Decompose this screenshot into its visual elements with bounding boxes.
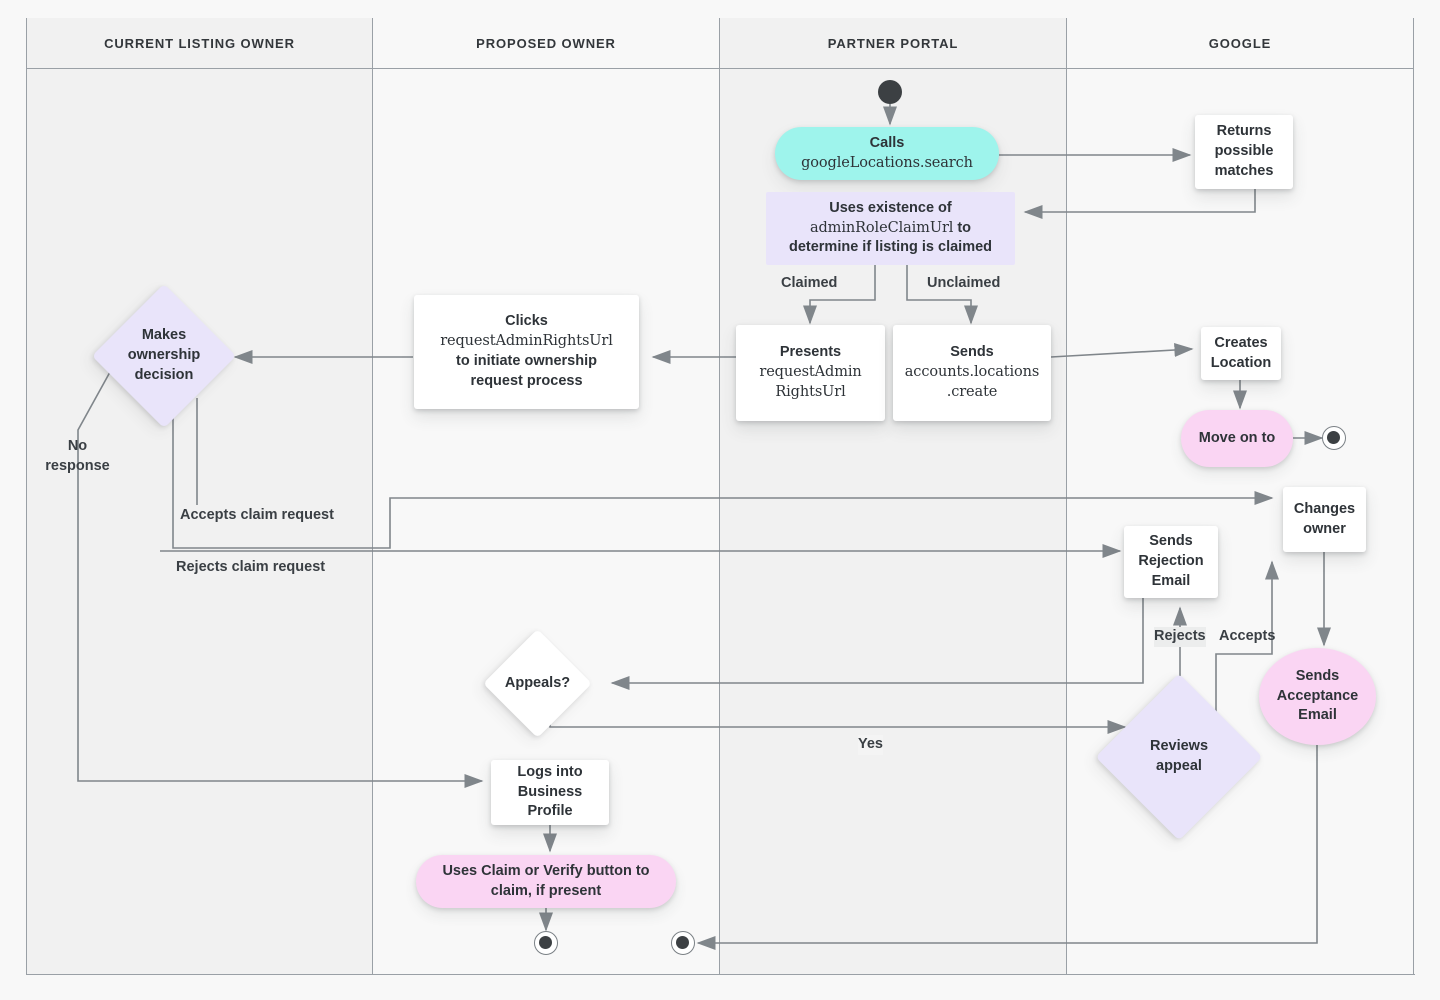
node-line-3: to initiate ownership [456,353,597,369]
edge-uses-to-presents [802,265,876,325]
node-label: Sends Rejection Email [1138,533,1204,589]
swimlane-header-google: GOOGLE [1067,18,1413,69]
node-line-1: Calls [869,134,905,151]
node-changes-owner[interactable]: Changes owner [1283,487,1366,552]
node-label: Appeals? [504,674,571,691]
swimlane-title: PROPOSED OWNER [476,35,616,51]
node-move-on-to[interactable]: Move on to [1181,410,1293,467]
node-logs-into-business-profile[interactable]: Logs into Business Profile [491,760,609,825]
node-line-3: determine if listing is claimed [788,239,993,256]
node-line-1: Clicks [505,313,548,330]
node-appeals-decision[interactable]: Appeals? [483,629,592,738]
node-line-2: accounts.locations [904,364,1040,381]
edge-returns-to-uses [1023,189,1256,220]
node-sends-rejection-email[interactable]: Sends Rejection Email [1124,526,1218,598]
node-line-1: Sends [950,344,994,361]
swimlane-header-current-listing-owner: CURRENT LISTING OWNER [27,18,372,69]
node-line-1: Uses existence of [829,199,952,216]
edge-rejection-email-to-appeals [610,598,1144,691]
edge-label-yes: Yes [858,735,883,755]
swimlane-proposed-owner: PROPOSED OWNER [373,18,720,975]
node-line-3: .create [946,383,998,400]
edge-accepts-claim-to-changes-owner [172,398,1274,549]
edge-acceptance-email-to-end [696,737,1318,951]
node-line-2: googleLocations.search [801,154,973,171]
edge-label-rejects: Rejects [1154,627,1206,647]
edge-label-accepts: Accepts [1219,628,1276,644]
node-label: Uses Claim or Verify button to claim, if… [442,862,650,899]
edge-create-to-creates-location [1050,342,1194,358]
edge-label-accepts-claim-request: Accepts claim request [180,507,334,523]
swimlane-body-current-listing-owner [27,69,372,975]
edge-reviews-accepts-to-changes-owner [1215,560,1280,753]
edge-appeals-yes-to-reviews [549,712,1127,735]
node-presents-request-admin-rights-url[interactable]: Presents requestAdmin RightsUrl [736,325,885,421]
edge-label-no-response: No response [45,438,110,474]
node-line-2-suffix: to [953,219,972,236]
node-label: Logs into Business Profile [517,763,583,820]
end-node-move-on [1322,426,1346,450]
node-line-3: RightsUrl [775,383,846,400]
swimlane-title: PARTNER PORTAL [827,35,959,51]
node-creates-location[interactable]: Creates Location [1201,327,1281,380]
node-sends-accounts-locations-create[interactable]: Sends accounts.locations .create [893,325,1051,421]
node-label: Creates Location [1210,334,1272,371]
start-node [878,80,902,104]
node-label: Makes ownership decision [127,327,201,383]
edge-label-claimed: Claimed [781,275,838,291]
node-sends-acceptance-email[interactable]: Sends Acceptance Email [1259,648,1376,745]
node-line-2-code: adminRoleClaimUrl [809,219,954,236]
node-label: Returns possible matches [1214,123,1274,179]
node-line-4: request process [470,372,583,389]
node-label: Reviews appeal [1149,738,1209,774]
swimlane-title: GOOGLE [1208,35,1272,51]
node-uses-claim-or-verify-button[interactable]: Uses Claim or Verify button to claim, if… [416,855,676,908]
swimlane-title: CURRENT LISTING OWNER [104,35,295,51]
edge-label-rejects-claim-request: Rejects claim request [176,559,326,575]
edge-uses-to-sends-create [906,265,979,325]
node-reviews-appeal[interactable]: Reviews appeal [1095,673,1263,841]
end-node-claim [534,931,558,955]
node-line-2: requestAdmin [759,364,862,381]
swimlane-current-listing-owner: CURRENT LISTING OWNER [26,18,373,975]
node-returns-possible-matches[interactable]: Returns possible matches [1195,115,1293,189]
node-label: Changes owner [1293,500,1356,537]
node-label: Move on to [1198,429,1276,446]
node-makes-ownership-decision[interactable]: Makes ownership decision [91,283,237,429]
node-line-1: Presents [779,344,842,361]
node-clicks-request-admin-rights-url[interactable]: Clicks requestAdminRightsUrl to initiate… [414,295,639,409]
node-uses-existence-of-admin-role-claim-url[interactable]: Uses existence of adminRoleClaimUrl to d… [766,192,1015,265]
swimlane-header-proposed-owner: PROPOSED OWNER [373,18,719,69]
end-node-appeal [671,931,695,955]
swimlane-bottom-border [26,974,1415,975]
node-line-2: requestAdminRightsUrl [440,333,613,350]
edge-label-unclaimed: Unclaimed [927,275,1001,291]
node-line-2-wrap: adminRoleClaimUrl to [810,219,971,239]
swimlane-header-partner-portal: PARTNER PORTAL [720,18,1066,69]
node-calls-google-locations-search[interactable]: Calls googleLocations.search [775,127,999,180]
node-label: Sends Acceptance Email [1276,667,1359,724]
